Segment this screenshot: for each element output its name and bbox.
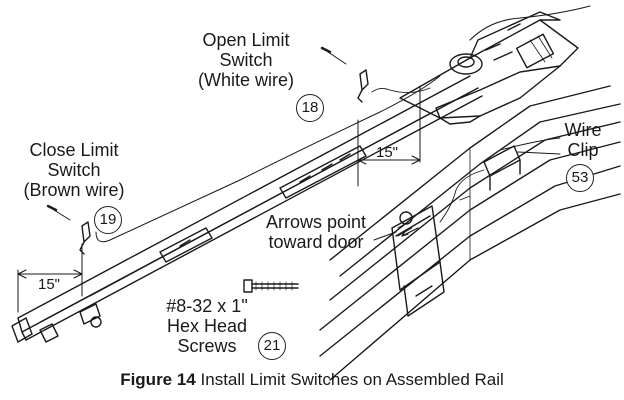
arrows-label: Arrows point toward door	[256, 212, 376, 252]
open-limit-line-3: (White wire)	[197, 70, 294, 90]
lower-dimension-label: 15"	[38, 276, 61, 293]
open-limit-bracket	[320, 46, 369, 103]
callout-21: 21	[258, 332, 286, 360]
callout-18: 18	[296, 94, 324, 122]
lower-dimension	[17, 243, 83, 313]
screws-label: #8-32 x 1" Hex Head Screws	[152, 296, 262, 356]
screws-line-1: #8-32 x 1"	[166, 296, 248, 316]
close-limit-line-1: Close Limit	[29, 140, 119, 160]
arrows-line-2: toward door	[268, 232, 364, 252]
open-limit-line-1: Open Limit	[202, 30, 290, 50]
screws-line-2: Hex Head	[166, 316, 248, 336]
open-limit-line-2: Switch	[219, 50, 273, 70]
callout-19: 19	[94, 206, 122, 234]
upper-dimension	[357, 85, 421, 187]
hex-screw	[243, 279, 299, 293]
screws-line-3: Screws	[177, 336, 237, 356]
close-limit-bracket	[46, 204, 91, 255]
close-limit-line-3: (Brown wire)	[23, 180, 125, 200]
motor-head	[399, 5, 591, 125]
close-limit-line-2: Switch	[47, 160, 101, 180]
close-limit-label: Close Limit Switch (Brown wire)	[4, 140, 144, 200]
leader-lines	[373, 151, 561, 241]
switch-wire	[95, 75, 441, 243]
wire-clip-label: Wire Clip	[548, 120, 618, 160]
callout-53: 53	[566, 164, 594, 192]
figure-caption: Figure 14 Install Limit Switches on Asse…	[0, 370, 624, 390]
arrows-line-1: Arrows point	[265, 212, 367, 232]
wire-clip-line-1: Wire	[564, 120, 602, 140]
upper-dimension-label: 15"	[376, 144, 399, 161]
figure-caption-text: Install Limit Switches on Assembled Rail	[200, 370, 504, 389]
open-limit-label: Open Limit Switch (White wire)	[176, 30, 316, 90]
trolley-track	[79, 145, 367, 328]
wire-clip-line-2: Clip	[567, 140, 599, 160]
figure-number: Figure 14	[120, 370, 196, 389]
